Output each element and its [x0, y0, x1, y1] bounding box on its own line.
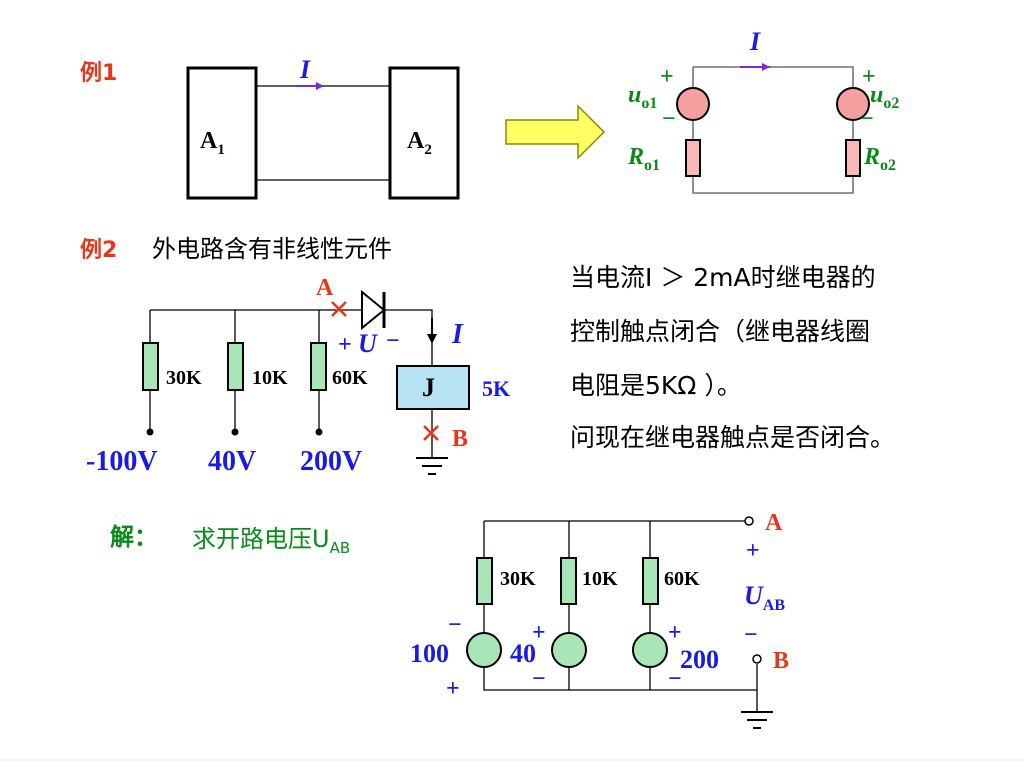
node-a-cross-icon [331, 301, 347, 317]
sol-resistor-10k [560, 557, 577, 605]
current-label: I [299, 55, 311, 84]
source-minus100v: -100V [86, 446, 158, 477]
uab-plus: + [746, 538, 760, 564]
relay-resistance-label: 5K [482, 376, 510, 401]
sol-source-200 [632, 632, 668, 668]
problem-line-1: 当电流I ＞ 2mA时继电器的 [570, 263, 876, 292]
resistor-10k-label: 10K [252, 367, 288, 389]
terminal-3 [315, 428, 323, 436]
resistor-ro2 [845, 139, 861, 177]
problem-line-2: 控制触点闭合（继电器线圈 [570, 317, 870, 346]
sol-source-100 [466, 632, 502, 668]
resistor-10k [227, 342, 244, 391]
diode-icon [361, 289, 386, 331]
problem-line-3: 电阻是5KΩ ）。 [570, 371, 742, 400]
terminal-b [752, 654, 762, 664]
node-a-label: A [316, 275, 334, 301]
problem-statement: 当电流I ＞ 2mA时继电器的 控制触点闭合（继电器线圈 电阻是5KΩ ）。 问… [570, 263, 895, 452]
equiv-current-arrow-head-icon [762, 63, 770, 71]
box-a1-label: A1 [200, 128, 225, 158]
node-b-cross-icon [423, 425, 439, 441]
solution-step: 求开路电压UAB [192, 525, 350, 557]
box-a2-label: A2 [407, 128, 432, 158]
source-uo1 [676, 87, 710, 121]
box-a1 [186, 66, 258, 200]
box-a2 [388, 66, 460, 200]
uo1-minus: − [662, 106, 676, 132]
equiv-current-label: I [749, 27, 761, 56]
source-200v: 200V [300, 446, 362, 477]
terminal-a [744, 516, 754, 526]
sol-resistor-10k-label: 10K [582, 568, 618, 590]
source-uo2 [836, 87, 870, 121]
u-minus: − [386, 328, 400, 354]
sol-source-40-label: 40 [510, 639, 536, 668]
example2-title: 外电路含有非线性元件 [152, 235, 392, 263]
uo1-label: uo1 [628, 82, 657, 112]
ground-icon [416, 457, 448, 475]
src200-plus: + [668, 620, 682, 646]
source-40v: 40V [208, 446, 256, 477]
src40-minus: − [532, 666, 546, 692]
uo2-minus: − [860, 106, 874, 132]
terminal-1 [146, 428, 154, 436]
current-i-label: I [451, 319, 464, 350]
uo1-plus: + [660, 64, 674, 90]
sol-resistor-30k [476, 557, 493, 605]
uo2-plus: + [862, 64, 876, 90]
resistor-60k-label: 60K [332, 367, 368, 389]
u-label: U [358, 329, 378, 358]
uab-label: UAB [744, 581, 785, 614]
src100-minus: − [448, 612, 462, 638]
solution-circuit: A B + UAB − 30K 10K 60K − + + − + − 100 … [410, 510, 789, 729]
solution-node-a: A [765, 510, 783, 536]
example1-equivalent-circuit: I + − + − uo1 uo2 Ro1 Ro2 [627, 27, 899, 194]
ro1-label: Ro1 [627, 144, 660, 174]
equivalence-arrow-icon [505, 104, 606, 160]
src100-plus: + [446, 676, 460, 702]
sol-resistor-30k-label: 30K [500, 568, 536, 590]
resistor-30k-label: 30K [166, 367, 202, 389]
terminal-2 [231, 428, 239, 436]
uo2-label: uo2 [870, 82, 899, 112]
sol-source-100-label: 100 [410, 639, 449, 668]
solution-node-b: B [773, 648, 789, 674]
problem-line-4: 问现在继电器触点是否闭合。 [570, 423, 895, 452]
uab-minus: − [744, 622, 758, 648]
sol-source-40 [551, 632, 587, 668]
node-b-label: B [452, 426, 468, 452]
resistor-60k [310, 342, 327, 391]
example1-label: 例1 [80, 61, 117, 86]
solution-label: 解： [110, 523, 158, 551]
relay-j-label: J [422, 373, 435, 402]
ro2-label: Ro2 [863, 144, 896, 174]
sol-source-200-label: 200 [680, 645, 719, 674]
sol-resistor-60k [642, 557, 659, 605]
sol-resistor-60k-label: 60K [664, 568, 700, 590]
src200-minus: − [668, 666, 682, 692]
ground-icon-solution [741, 711, 773, 729]
current-down-arrow-icon [427, 334, 437, 344]
u-plus: + [338, 332, 352, 358]
current-arrow-head-icon [316, 82, 324, 90]
resistor-ro1 [685, 139, 701, 177]
example1-block-diagram: I A1 A2 [186, 55, 460, 200]
example2-circuit: A I + U − 30K 10K 60K -100V 40V 200V J 5… [86, 275, 510, 477]
relay-j [396, 365, 470, 410]
example2-label: 例2 [80, 238, 117, 263]
resistor-30k [142, 342, 159, 391]
src40-plus: + [532, 620, 546, 646]
